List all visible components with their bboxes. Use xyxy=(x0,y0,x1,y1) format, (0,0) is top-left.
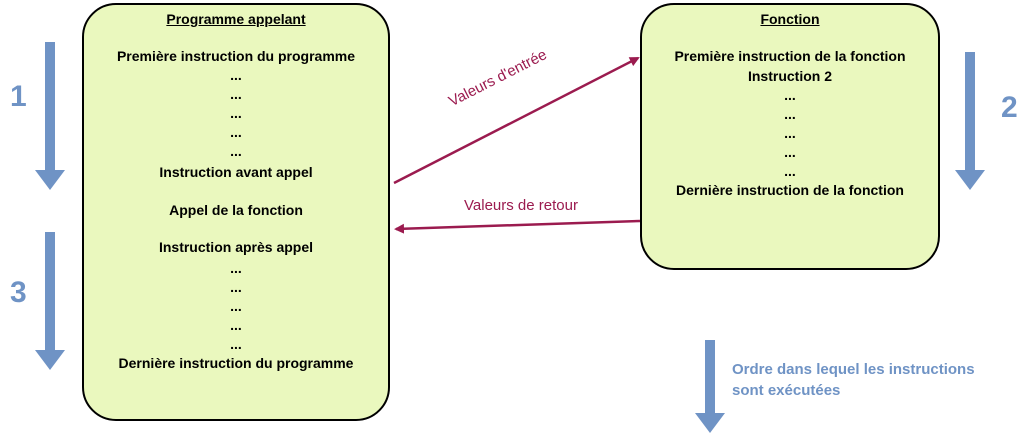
caller-line: ... xyxy=(230,124,242,140)
caller-line: Première instruction du programme xyxy=(116,48,356,64)
caller-line: ... xyxy=(230,143,242,159)
function-title: Fonction xyxy=(760,11,820,27)
caller-line: ... xyxy=(230,105,242,121)
caller-program-box: Programme appelant Première instruction … xyxy=(82,3,390,421)
function-line: Instruction 2 xyxy=(747,68,832,84)
caller-line: Instruction après appel xyxy=(158,239,314,255)
return-values-arrow xyxy=(394,219,641,234)
function-line: ... xyxy=(784,87,796,103)
function-line: Dernière instruction de la fonction xyxy=(676,182,904,198)
legend-text: Ordre dans lequel les instructions sont … xyxy=(732,361,975,399)
caller-line: ... xyxy=(230,336,242,352)
function-line: ... xyxy=(784,106,796,122)
function-line: Première instruction de la fonction xyxy=(674,48,906,64)
caller-line: ... xyxy=(230,279,242,295)
legend-arrow xyxy=(695,340,725,433)
caller-line: ... xyxy=(230,317,242,333)
step-number-2: 2 xyxy=(1001,91,1018,124)
input-values-arrow xyxy=(393,56,640,185)
function-box: Fonction Première instruction de la fonc… xyxy=(640,3,940,270)
caller-line: ... xyxy=(230,298,242,314)
caller-line: ... xyxy=(230,67,242,83)
step-2-arrow xyxy=(955,52,985,190)
function-line: ... xyxy=(784,125,796,141)
step-3-arrow xyxy=(35,232,65,370)
caller-program-title: Programme appelant xyxy=(166,11,306,27)
step-number-1: 1 xyxy=(10,80,27,113)
step-number-3: 3 xyxy=(10,276,27,309)
function-line: ... xyxy=(784,144,796,160)
caller-line: Dernière instruction du programme xyxy=(118,355,354,371)
return-values-label: Valeurs de retour xyxy=(464,197,578,214)
caller-line: Instruction avant appel xyxy=(159,164,313,180)
caller-line: ... xyxy=(230,86,242,102)
caller-line: ... xyxy=(230,260,242,276)
step-1-arrow xyxy=(35,42,65,190)
function-line: ... xyxy=(784,163,796,179)
caller-line: Appel de la fonction xyxy=(169,202,303,218)
